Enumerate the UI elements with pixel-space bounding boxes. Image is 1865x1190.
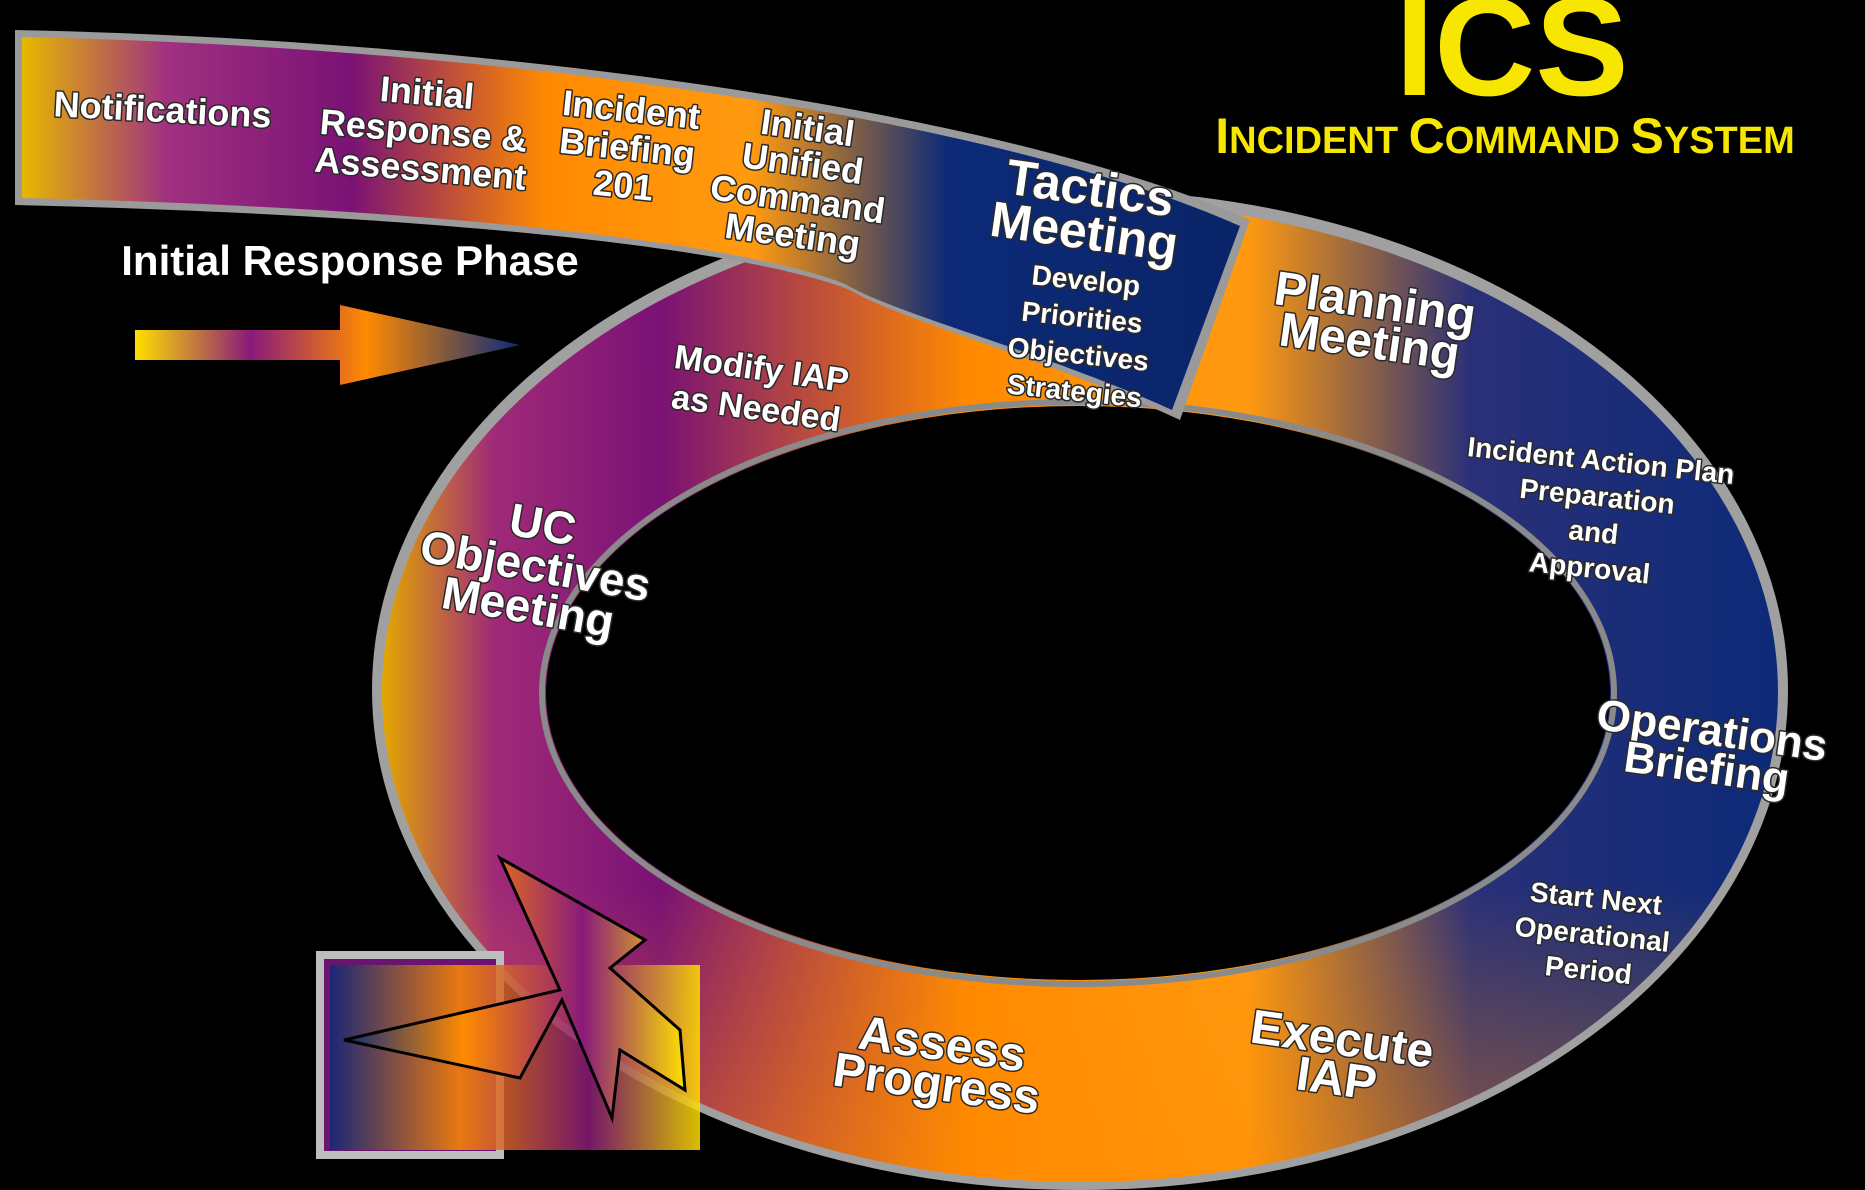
ics-acronym: ICS bbox=[1395, 0, 1628, 125]
initial-response-label-line: Initial bbox=[378, 68, 475, 117]
ring-inner-edge bbox=[539, 399, 1617, 987]
initial-response-phase-label: Initial Response Phase bbox=[121, 237, 579, 284]
subtitle-rest-1: NCIDENT bbox=[1229, 120, 1408, 162]
subtitle-rest-2: OMMAND bbox=[1445, 120, 1631, 162]
ring-inner-hole bbox=[548, 408, 1608, 978]
subtitle-cap-3: S bbox=[1630, 108, 1663, 164]
execute-iap-label-line: IAP bbox=[1293, 1047, 1380, 1111]
incident-briefing-label-line: 201 bbox=[591, 162, 655, 209]
tactics-meeting-label-line: Tactics bbox=[1003, 149, 1178, 228]
cursor-arrow bbox=[343, 854, 687, 1124]
subtitle-cap-2: C bbox=[1409, 108, 1445, 164]
incident-briefing-label-line: Briefing bbox=[558, 120, 698, 175]
initial-response-band-fill bbox=[22, 37, 1240, 410]
ics-subtitle: INCIDENT COMMAND SYSTEM bbox=[1215, 108, 1795, 164]
phase-arrow bbox=[135, 305, 520, 385]
subtitle-cap-1: I bbox=[1215, 108, 1229, 164]
subtitle-rest-3: YSTEM bbox=[1664, 120, 1795, 162]
iap-preparation-label-line: and bbox=[1567, 514, 1620, 550]
